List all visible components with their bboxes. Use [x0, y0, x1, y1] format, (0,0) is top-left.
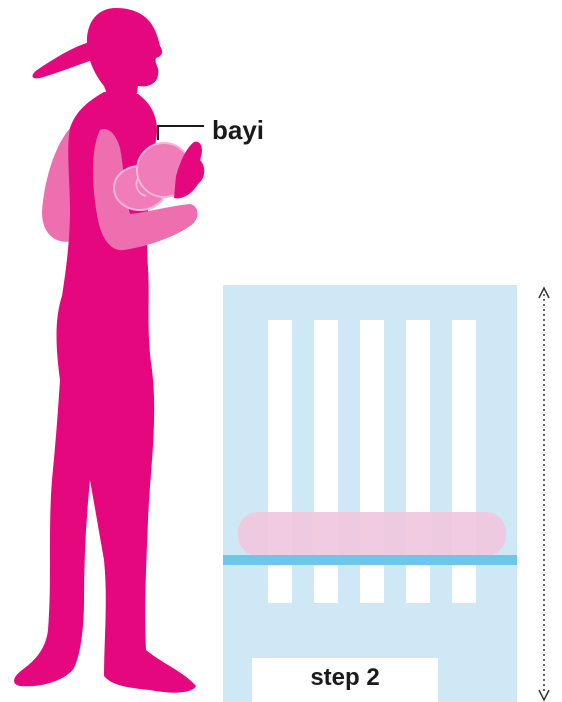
mattress-rail: [223, 555, 517, 565]
mattress: [238, 512, 506, 556]
arrow-head-top-icon: [539, 288, 549, 298]
baby-label: bayi: [212, 115, 264, 146]
head: [87, 8, 162, 104]
step-label: step 2: [252, 664, 438, 692]
crib: [223, 285, 517, 702]
arrow-head-bottom-icon: [539, 690, 549, 700]
ponytail: [33, 42, 93, 78]
baby-leader-line: [158, 126, 204, 140]
woman-figure: [14, 8, 204, 693]
height-arrow: [539, 288, 549, 700]
